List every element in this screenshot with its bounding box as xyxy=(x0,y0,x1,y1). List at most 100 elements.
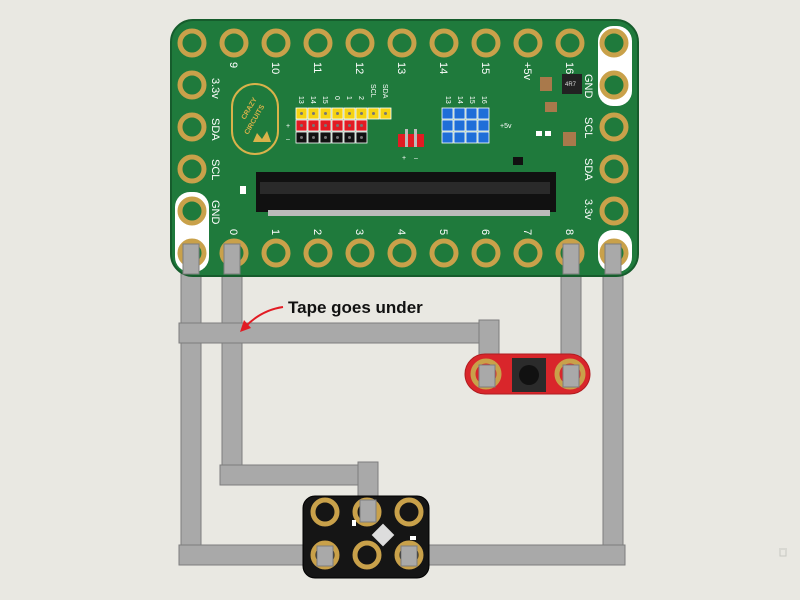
hdr-dot xyxy=(324,112,327,115)
label-left-scl: SCL xyxy=(209,159,221,180)
smd-components: 4R7 xyxy=(240,74,582,194)
pin-header xyxy=(295,107,392,144)
pad-top-corner-right[interactable] xyxy=(599,28,629,58)
tape-end-button-left xyxy=(478,364,496,388)
hdr-dot xyxy=(384,112,387,115)
label-pin-8: 8 xyxy=(563,229,575,235)
hdr-label-2: 2 xyxy=(357,96,364,100)
pad-6[interactable] xyxy=(471,238,501,268)
pad-right-3v3[interactable] xyxy=(599,196,629,226)
hdr-dot xyxy=(324,124,327,127)
pad-5[interactable] xyxy=(429,238,459,268)
edge-connector-teeth xyxy=(268,210,550,216)
label-pin-15: 15 xyxy=(479,62,491,74)
pad-left-sda[interactable] xyxy=(177,112,207,142)
board-outline xyxy=(170,19,639,277)
top-pin-labels: 9 10 11 12 13 14 15 +5v 16 xyxy=(227,62,575,81)
hdr-dot xyxy=(360,112,363,115)
blue-cell xyxy=(477,107,490,120)
tape-end-pin8 xyxy=(562,243,580,275)
hdr-dot xyxy=(348,136,351,139)
inductor-label: 4R7 xyxy=(565,82,577,88)
pad-right-gnd[interactable] xyxy=(599,70,629,100)
smd-chip-1 xyxy=(536,131,542,136)
label-pin-11: 11 xyxy=(311,62,323,73)
label-left-3v3: 3.3v xyxy=(209,78,221,99)
pad-7[interactable] xyxy=(513,238,543,268)
hdr-dot xyxy=(348,124,351,127)
pad-left-scl[interactable] xyxy=(177,154,207,184)
smd-chip-3 xyxy=(513,157,523,165)
tape-end-pin0 xyxy=(223,243,241,275)
capacitor-mid xyxy=(545,102,557,112)
pad-10[interactable] xyxy=(261,28,291,58)
pad-14[interactable] xyxy=(429,28,459,58)
led-module xyxy=(302,495,430,579)
blue-cell xyxy=(465,131,478,144)
label-left-gnd: GND xyxy=(209,200,221,225)
header-pin-dots xyxy=(300,112,387,139)
label-right-gnd: GND xyxy=(582,74,594,99)
label-pin-6: 6 xyxy=(479,229,491,235)
hdr-dot xyxy=(360,124,363,127)
hdr-dot xyxy=(312,136,315,139)
hdr-dot xyxy=(336,124,339,127)
blue-cell xyxy=(477,131,490,144)
blue-cell xyxy=(453,131,466,144)
label-left-sda: SDA xyxy=(209,118,221,141)
hdr-dot xyxy=(360,136,363,139)
hdr-dot xyxy=(348,112,351,115)
hdr-dot xyxy=(336,112,339,115)
pushbutton-cap[interactable] xyxy=(519,365,539,385)
led-pad-top-right[interactable] xyxy=(394,497,424,527)
blue-cell xyxy=(441,107,454,120)
pad-9[interactable] xyxy=(219,28,249,58)
hdr-label-sda: SDA xyxy=(381,84,388,99)
callout-arrow-head xyxy=(240,320,251,332)
pad-top-corner-left[interactable] xyxy=(177,28,207,58)
tape-end-led-top xyxy=(359,499,377,523)
tape-callout: Tape goes under xyxy=(240,298,423,332)
pad-left-gnd[interactable] xyxy=(177,196,207,226)
led-pad-bottom-middle[interactable] xyxy=(352,540,382,570)
button-module xyxy=(464,353,591,395)
blue-label-13: 13 xyxy=(444,96,451,104)
pad-13[interactable] xyxy=(387,28,417,58)
pad-11[interactable] xyxy=(303,28,333,58)
led-pad-top-left[interactable] xyxy=(310,497,340,527)
pad-16[interactable] xyxy=(555,28,585,58)
pad-5v[interactable] xyxy=(513,28,543,58)
label-pin-13: 13 xyxy=(395,62,407,74)
hdr-dot xyxy=(300,136,303,139)
hdr-dot xyxy=(312,112,315,115)
pad-1[interactable] xyxy=(261,238,291,268)
hdr-dot xyxy=(300,112,303,115)
pad-15[interactable] xyxy=(471,28,501,58)
pad-2[interactable] xyxy=(303,238,333,268)
tape-end-led-right xyxy=(400,545,418,567)
pad-3[interactable] xyxy=(345,238,375,268)
pad-4[interactable] xyxy=(387,238,417,268)
label-pin-16: 16 xyxy=(563,62,575,74)
power-plus-label: + xyxy=(402,155,406,162)
blue-cell xyxy=(453,107,466,120)
blue-cell xyxy=(465,119,478,132)
tape-gnd-right-vertical xyxy=(602,241,624,566)
left-pin-labels: 3.3v SDA SCL GND xyxy=(209,78,221,225)
blue-label-16: 16 xyxy=(480,96,487,104)
tape-pin0-vertical xyxy=(221,241,243,485)
label-pin-5: 5 xyxy=(437,229,449,235)
right-pin-labels: GND SCL SDA 3.3v xyxy=(582,74,594,220)
hdr-label-13: 13 xyxy=(297,96,304,104)
pad-12[interactable] xyxy=(345,28,375,58)
capacitor-right xyxy=(563,132,576,146)
hdr-dot xyxy=(300,124,303,127)
blue-label-14: 14 xyxy=(456,96,463,104)
blue-cell xyxy=(441,131,454,144)
pad-right-sda[interactable] xyxy=(599,154,629,184)
hdr-label-0: 0 xyxy=(333,96,340,100)
pad-left-3v3[interactable] xyxy=(177,70,207,100)
pad-right-scl[interactable] xyxy=(599,112,629,142)
blue-cell xyxy=(441,119,454,132)
